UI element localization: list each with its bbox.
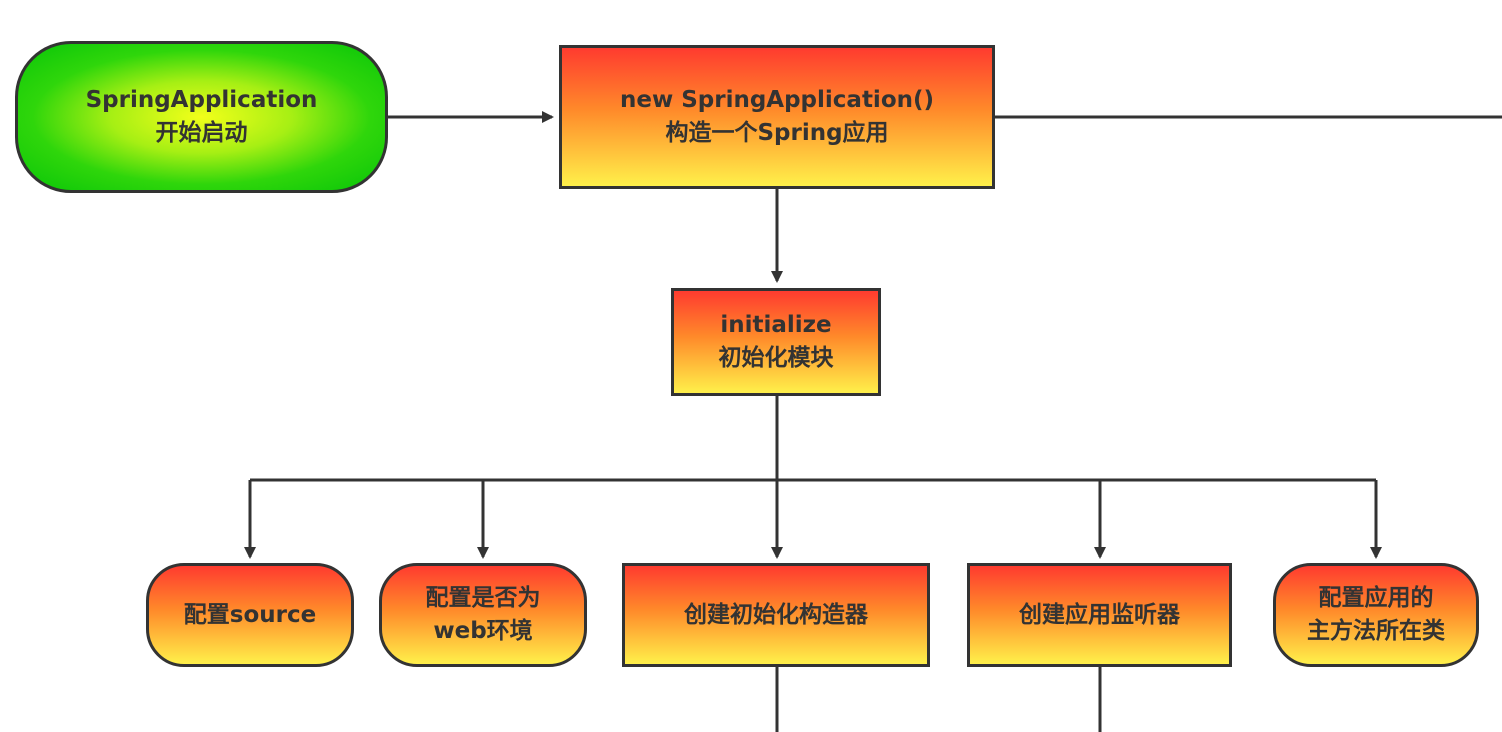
start-node-label: SpringApplication 开始启动 bbox=[85, 87, 318, 146]
web-env-node: 配置是否为 web环境 bbox=[379, 563, 587, 667]
source-node-label: 配置source bbox=[183, 601, 317, 628]
construct-node-label: new SpringApplication() 构造一个Spring应用 bbox=[619, 87, 935, 146]
listeners-node-label: 创建应用监听器 bbox=[1019, 601, 1180, 628]
initializers-node-label: 创建初始化构造器 bbox=[684, 601, 868, 628]
initialize-node: initialize 初始化模块 bbox=[671, 288, 881, 396]
source-node: 配置source bbox=[146, 563, 354, 667]
initializers-node: 创建初始化构造器 bbox=[622, 563, 930, 667]
listeners-node: 创建应用监听器 bbox=[967, 563, 1232, 667]
initialize-node-label: initialize 初始化模块 bbox=[718, 312, 834, 371]
main-class-node-label: 配置应用的 主方法所在类 bbox=[1307, 585, 1445, 644]
start-node: SpringApplication 开始启动 bbox=[15, 41, 388, 193]
web-env-node-label: 配置是否为 web环境 bbox=[425, 585, 541, 644]
construct-node: new SpringApplication() 构造一个Spring应用 bbox=[559, 45, 995, 189]
main-class-node: 配置应用的 主方法所在类 bbox=[1273, 563, 1479, 667]
